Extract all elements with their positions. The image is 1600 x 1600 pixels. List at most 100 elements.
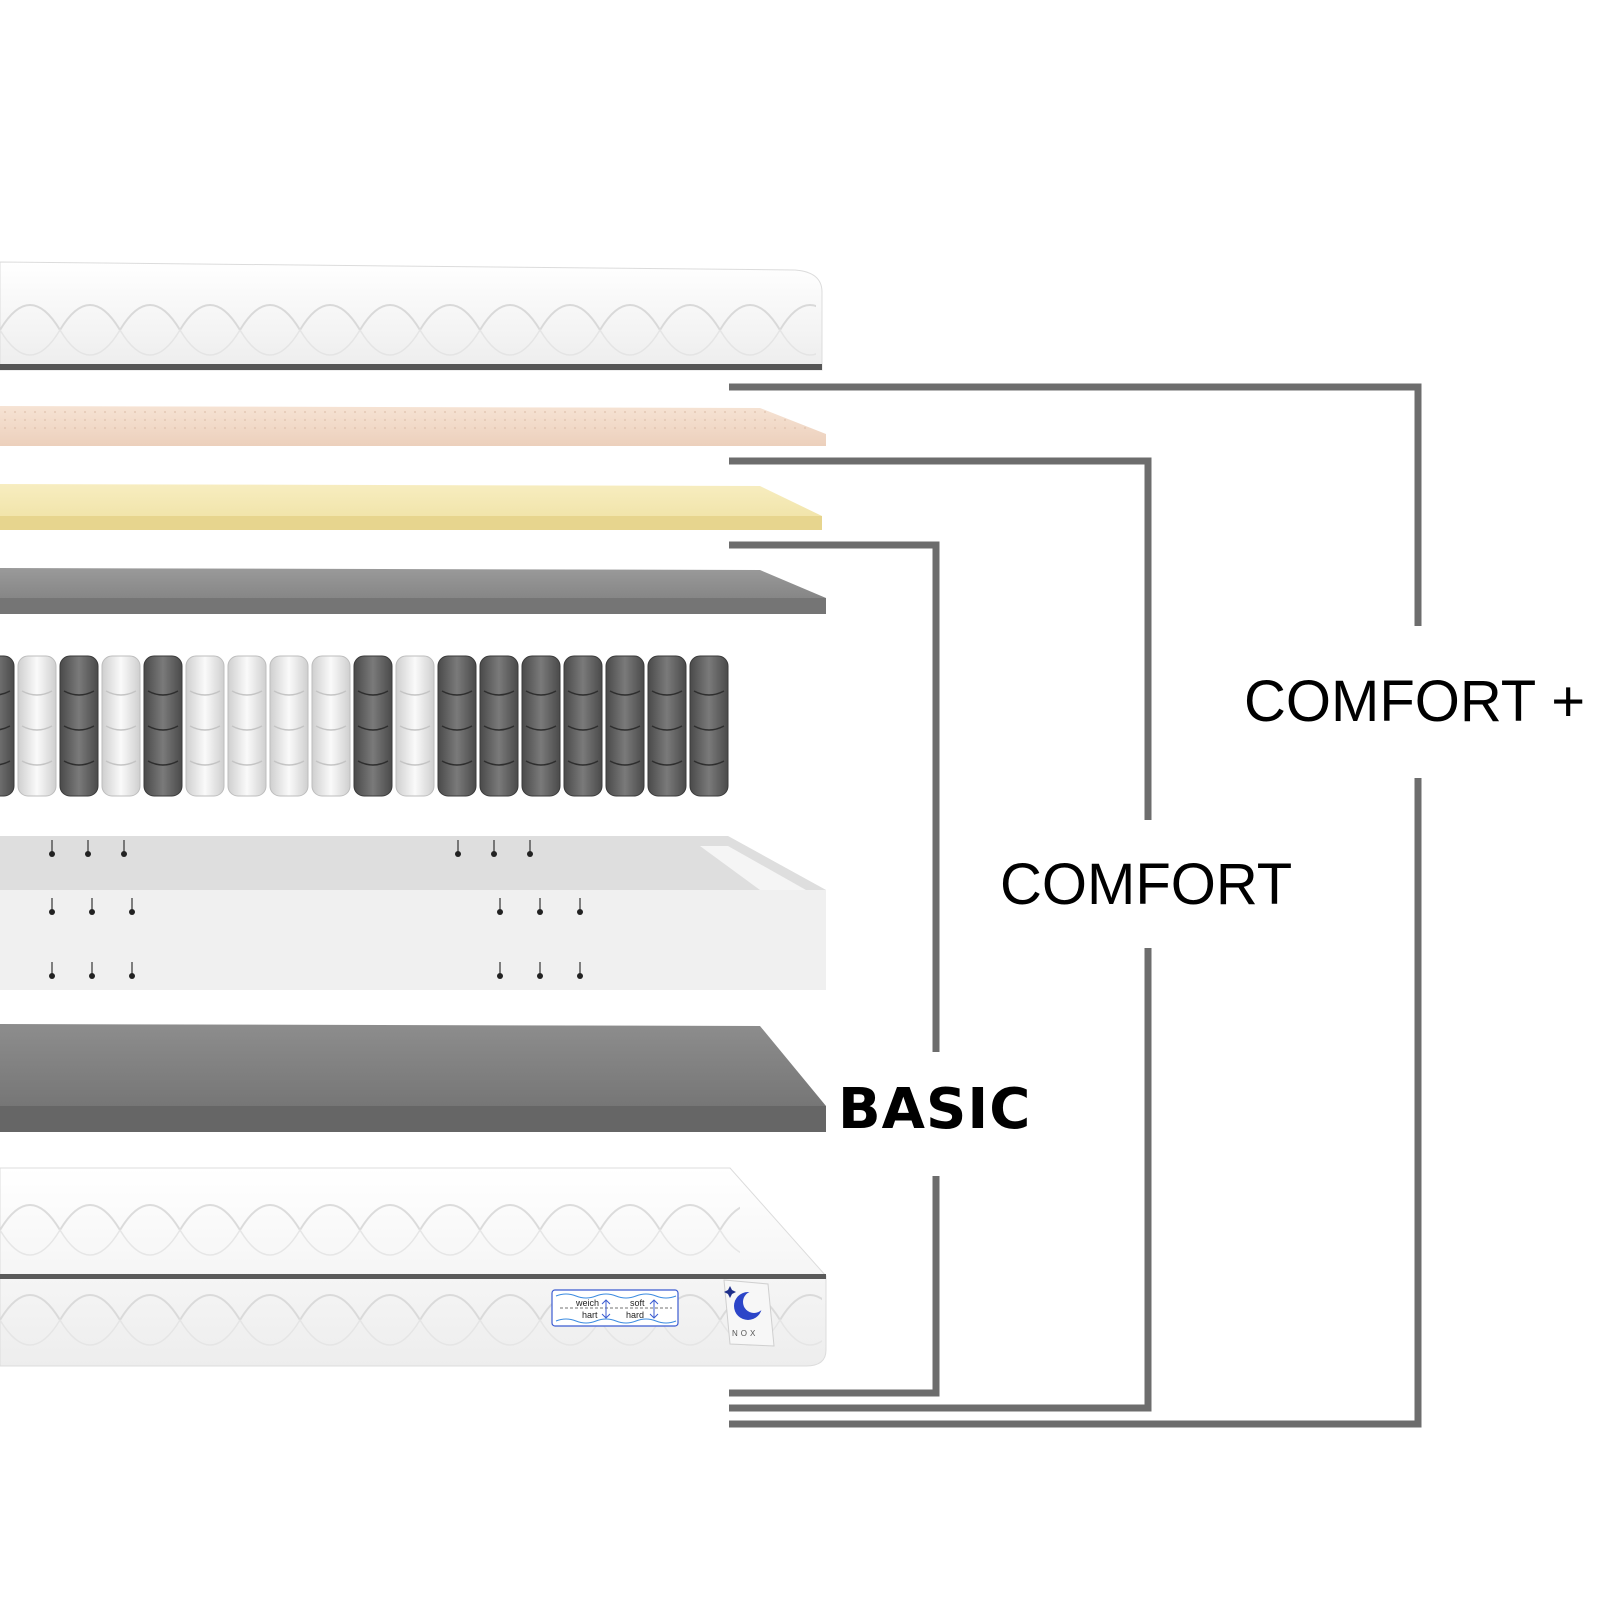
basic-bracket-lower — [729, 1176, 940, 1397]
spring-seam — [189, 725, 221, 731]
spring-seam — [21, 725, 53, 731]
spring-seam — [105, 760, 137, 766]
spring-seam — [231, 725, 263, 731]
connector-pin-head — [455, 851, 461, 857]
spring-seam — [483, 725, 515, 731]
spring-pocket — [395, 655, 435, 797]
spring-seam — [273, 725, 305, 731]
spring-pocket — [479, 655, 519, 797]
spring-pocket — [647, 655, 687, 797]
spring-pocket — [101, 655, 141, 797]
spring-seam — [651, 760, 683, 766]
spring-seam — [609, 725, 641, 731]
connector-pin-head — [577, 909, 583, 915]
spring-seam — [357, 760, 389, 766]
spring-pocket — [185, 655, 225, 797]
spring-seam — [315, 725, 347, 731]
star-icon — [724, 1286, 736, 1298]
base-foam-frame — [0, 836, 826, 990]
connector-pin-head — [577, 973, 583, 979]
spring-seam — [525, 760, 557, 766]
spring-seam — [441, 760, 473, 766]
spring-seam — [105, 725, 137, 731]
spring-seam — [21, 690, 53, 696]
spring-pocket — [563, 655, 603, 797]
spring-seam — [147, 725, 179, 731]
arrow-icon — [649, 1299, 659, 1319]
brand-name: NOX — [732, 1329, 758, 1338]
spring-pocket — [17, 655, 57, 797]
basic-label: BASIC — [838, 1077, 1032, 1142]
brand-tag: NOX — [723, 1279, 775, 1347]
spring-seam — [483, 690, 515, 696]
pocket-spring-core — [0, 655, 729, 797]
connector-pin-head — [89, 973, 95, 979]
spring-seam — [693, 690, 725, 696]
spring-seam — [651, 725, 683, 731]
foam-connector-pins — [49, 840, 583, 979]
spring-seam — [273, 760, 305, 766]
spring-seam — [63, 760, 95, 766]
spring-seam — [0, 690, 11, 696]
spring-seam — [567, 725, 599, 731]
spring-seam — [357, 690, 389, 696]
connector-pin-head — [89, 909, 95, 915]
spring-seam — [483, 760, 515, 766]
spring-seam — [315, 690, 347, 696]
spring-seam — [147, 690, 179, 696]
spring-seam — [357, 725, 389, 731]
connector-pin-head — [85, 851, 91, 857]
spring-pocket — [311, 655, 351, 797]
comfort-plus-bracket-lower — [729, 778, 1422, 1428]
connector-pin-head — [497, 973, 503, 979]
spring-seam — [231, 690, 263, 696]
spring-pocket — [353, 655, 393, 797]
tag-hard: hard — [626, 1310, 644, 1320]
bottom-cover-layer — [0, 1167, 827, 1367]
connector-pin-head — [49, 973, 55, 979]
spring-pocket — [437, 655, 477, 797]
connector-pin-head — [537, 909, 543, 915]
spring-pocket — [521, 655, 561, 797]
spring-pocket — [143, 655, 183, 797]
connector-pin-head — [121, 851, 127, 857]
tag-soft: soft — [630, 1298, 645, 1308]
connector-pin-head — [497, 909, 503, 915]
comfort-plus-label: COMFORT + — [1244, 669, 1586, 734]
spring-seam — [0, 760, 11, 766]
spring-seam — [189, 690, 221, 696]
connector-pin-head — [527, 851, 533, 857]
spring-seam — [399, 760, 431, 766]
spring-seam — [441, 690, 473, 696]
spring-seam — [399, 725, 431, 731]
spring-seam — [189, 760, 221, 766]
latex-layer — [0, 406, 826, 446]
tier-brackets — [729, 383, 1422, 1428]
spring-seam — [693, 760, 725, 766]
spring-seam — [525, 690, 557, 696]
top-cover-layer — [0, 261, 823, 371]
memory-foam-layer — [0, 484, 822, 530]
spring-seam — [231, 760, 263, 766]
connector-pin-head — [49, 851, 55, 857]
spring-seam — [63, 725, 95, 731]
spring-seam — [609, 760, 641, 766]
spring-seam — [399, 690, 431, 696]
basic-bracket — [729, 541, 940, 1052]
comfort-plus-bracket — [729, 383, 1422, 626]
connector-pin-head — [537, 973, 543, 979]
spring-seam — [0, 725, 11, 731]
spring-pocket — [59, 655, 99, 797]
connector-pin-head — [129, 973, 135, 979]
spring-seam — [441, 725, 473, 731]
spring-seam — [609, 690, 641, 696]
spring-pocket — [0, 655, 15, 797]
spring-pocket — [227, 655, 267, 797]
spring-pocket — [689, 655, 729, 797]
connector-pin-head — [129, 909, 135, 915]
arrow-icon — [601, 1299, 611, 1319]
spring-seam — [315, 760, 347, 766]
spring-seam — [105, 690, 137, 696]
spring-pocket — [605, 655, 645, 797]
